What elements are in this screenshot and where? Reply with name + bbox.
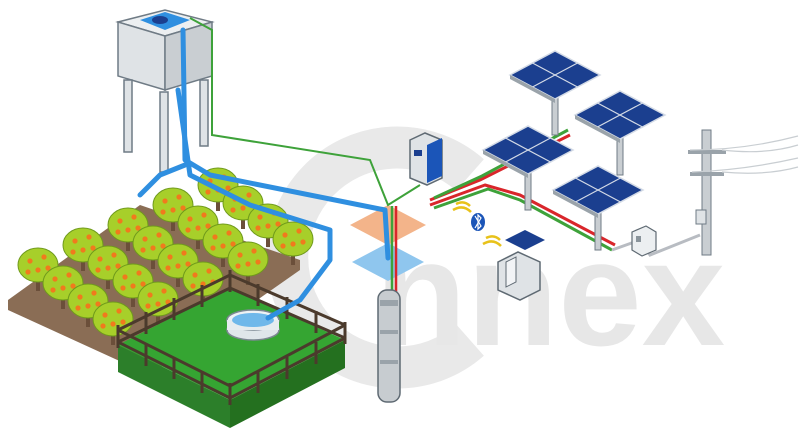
bluetooth-link bbox=[452, 201, 502, 247]
submersible-pump bbox=[377, 289, 401, 403]
grid-switch-box bbox=[631, 225, 657, 257]
control-cable bbox=[189, 17, 421, 207]
tower-legs bbox=[123, 79, 209, 173]
water-pipes bbox=[137, 27, 391, 321]
switch-box-icon bbox=[636, 236, 641, 242]
power-lines bbox=[689, 135, 799, 174]
laptop-icon bbox=[505, 230, 545, 288]
solar-array bbox=[481, 50, 667, 251]
water-trough-icon bbox=[226, 309, 280, 341]
bluetooth-icon bbox=[474, 213, 482, 231]
utility-pole bbox=[688, 129, 799, 256]
orchard-water-pipe bbox=[137, 162, 188, 198]
watermark-text: nnex bbox=[375, 209, 725, 377]
water-tower bbox=[115, 9, 215, 173]
pump-inverter bbox=[409, 132, 443, 186]
pump-cable bbox=[390, 206, 398, 300]
monitoring-terminal bbox=[497, 230, 545, 301]
main-water-pipe bbox=[180, 27, 391, 261]
trough-water-pipe bbox=[175, 87, 333, 321]
inverter-icon bbox=[414, 138, 442, 183]
water-tank-icon bbox=[140, 12, 190, 30]
fence-posts bbox=[116, 270, 347, 405]
livestock-pen bbox=[116, 270, 347, 428]
utility-pole-icon bbox=[688, 150, 726, 225]
wellhead-tile bbox=[352, 243, 424, 281]
pump-icon bbox=[380, 300, 398, 364]
